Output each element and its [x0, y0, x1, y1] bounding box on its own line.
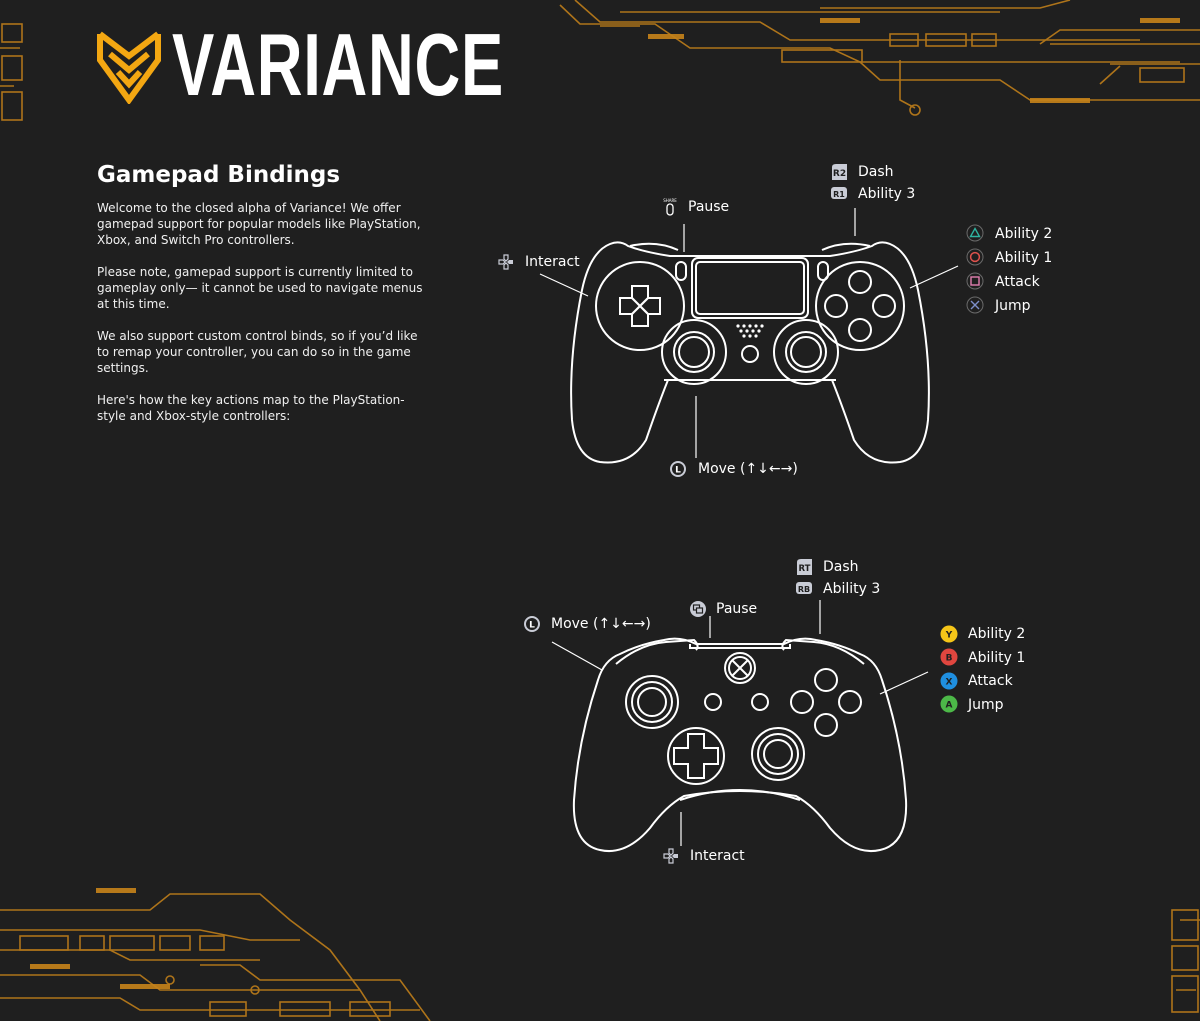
playstation-controller-illustration	[570, 241, 930, 464]
ps-move-label: Move (↑↓←→)	[698, 461, 798, 477]
triangle-icon	[966, 224, 984, 242]
y-text: Y	[945, 631, 953, 641]
ps-pause-label: Pause	[688, 199, 730, 215]
intro-section: Gamepad Bindings Welcome to the closed a…	[97, 160, 427, 440]
ps-attack-label: Attack	[995, 274, 1040, 290]
x-button-icon: X	[940, 672, 958, 690]
xbox-left-stick-icon: L	[524, 616, 540, 632]
rt-text: RT	[799, 564, 811, 574]
variance-logo-icon	[97, 31, 161, 104]
left-stick-icon: L	[670, 461, 686, 477]
r1-button-icon: R1	[831, 187, 847, 199]
rb-text: RB	[798, 585, 810, 594]
ps-interact-label: Interact	[525, 254, 580, 270]
xbox-jump-label: Jump	[968, 697, 1004, 713]
ps-jump-label: Jump	[995, 298, 1031, 314]
xbox-pause-label: Pause	[716, 601, 758, 617]
xbox-ability3-label: Ability 3	[823, 581, 881, 597]
r2-text: R2	[833, 169, 846, 179]
dpad-icon	[498, 254, 513, 270]
xbox-interact-label: Interact	[690, 848, 745, 864]
circuit-decoration-top	[0, 0, 1200, 121]
ps-l-text: L	[675, 466, 681, 476]
view-button-icon	[690, 601, 706, 617]
rb-button-icon: RB	[796, 582, 812, 594]
r1-text: R1	[833, 190, 845, 199]
ps-ability2-label: Ability 2	[995, 226, 1053, 242]
xbox-l-text: L	[529, 621, 535, 631]
share-text: SHARE	[663, 198, 677, 203]
xbox-controller-illustration	[572, 637, 908, 852]
y-button-icon: Y	[940, 625, 958, 643]
b-text: B	[946, 654, 953, 664]
xbox-dash-label: Dash	[823, 559, 859, 575]
a-button-icon: A	[940, 695, 958, 713]
ps-dash-label: Dash	[858, 164, 894, 180]
intro-paragraph-1: Welcome to the closed alpha of Variance!…	[97, 201, 421, 247]
square-icon	[966, 272, 984, 290]
intro-paragraph-2: Please note, gamepad support is currentl…	[97, 265, 423, 311]
xbox-attack-label: Attack	[968, 673, 1013, 689]
intro-paragraph-4: Here's how the key actions map to the Pl…	[97, 393, 405, 423]
cross-icon	[966, 296, 984, 314]
ps-ability1-label: Ability 1	[995, 250, 1053, 266]
brand-name: VARIANCE	[172, 15, 504, 114]
xbox-move-label: Move (↑↓←→)	[551, 616, 651, 632]
ps-ability3-label: Ability 3	[858, 186, 916, 202]
x-text: X	[946, 678, 953, 688]
circle-icon	[966, 248, 984, 266]
xbox-ability2-label: Ability 2	[968, 626, 1026, 642]
xbox-ability1-label: Ability 1	[968, 650, 1026, 666]
circuit-decoration-bottom	[0, 888, 1200, 1021]
intro-paragraph-3: We also support custom control binds, so…	[97, 329, 418, 375]
a-text: A	[946, 701, 953, 711]
page-title: Gamepad Bindings	[97, 162, 341, 188]
r2-button-icon: R2	[832, 164, 847, 180]
rt-button-icon: RT	[797, 559, 812, 575]
share-button-icon: SHARE	[663, 198, 677, 216]
xbox-dpad-icon	[663, 848, 678, 864]
brand-header: VARIANCE	[96, 15, 633, 114]
b-button-icon: B	[940, 648, 958, 666]
